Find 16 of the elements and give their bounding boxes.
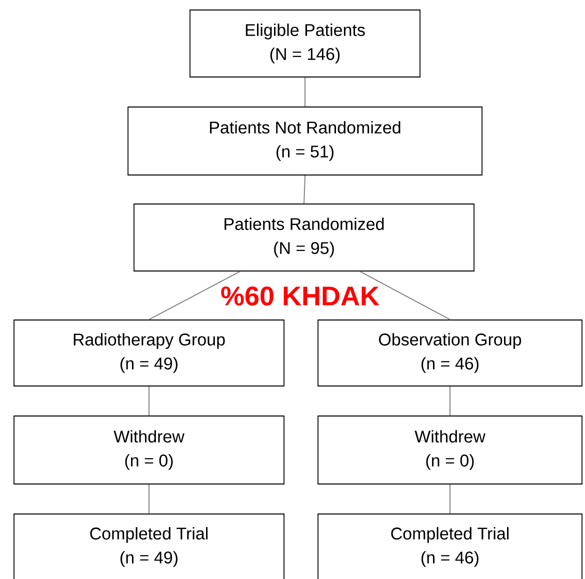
process-box: Completed Trial (n = 49)	[14, 514, 284, 579]
process-box: Completed Trial (n = 46)	[318, 514, 582, 579]
connector-line	[360, 270, 450, 320]
process-box: Withdrew (n = 0)	[14, 416, 284, 484]
connector-line	[304, 174, 306, 204]
connector-line	[304, 76, 306, 108]
connector-line	[148, 386, 150, 416]
connector-line	[148, 484, 150, 514]
process-box: Patients Randomized (N = 95)	[134, 204, 474, 272]
annotation-text: %60 KHDAK	[221, 286, 380, 306]
process-box: Patients Not Randomized (n = 51)	[128, 106, 482, 176]
process-box: Withdrew (n = 0)	[318, 416, 582, 484]
process-box: Observation Group (n = 46)	[318, 320, 582, 386]
connector-line	[148, 270, 240, 320]
process-box: Eligible Patients (N = 146)	[190, 10, 420, 78]
process-box: Radiotherapy Group (n = 49)	[14, 320, 284, 386]
